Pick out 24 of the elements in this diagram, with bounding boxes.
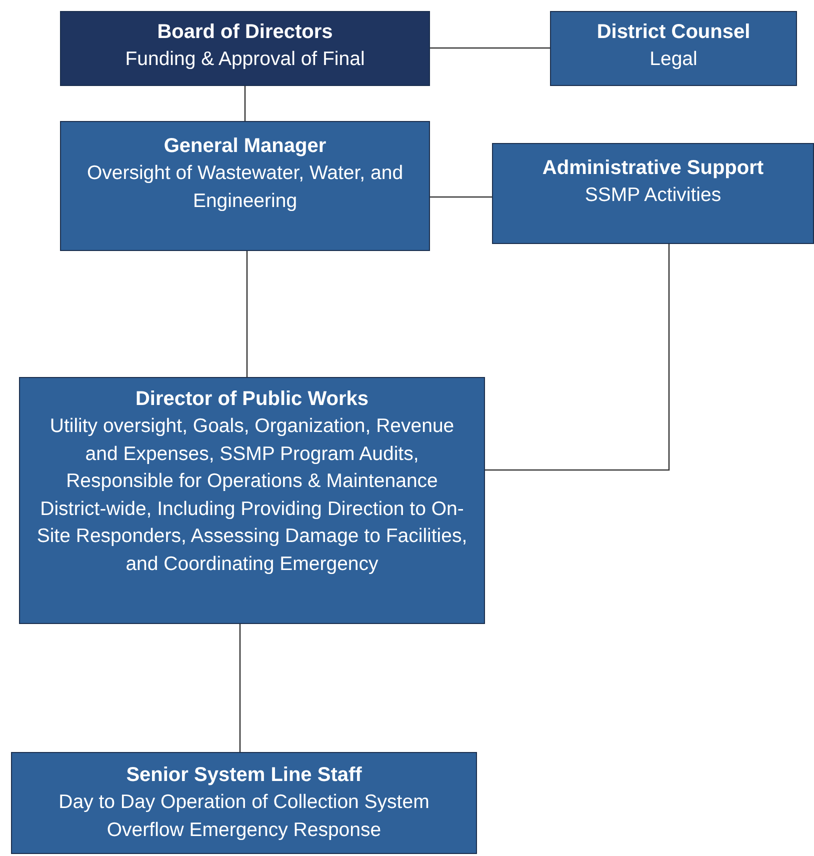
org-box xyxy=(11,752,477,854)
org-box xyxy=(60,11,430,86)
org-box xyxy=(550,11,797,86)
role-title: Administrative Support xyxy=(542,156,764,181)
org-box xyxy=(60,121,430,251)
role-title: Senior System Line Staff xyxy=(126,763,362,788)
role-description: Funding & Approval of Final xyxy=(125,47,365,72)
role-title: District Counsel xyxy=(596,20,750,45)
role-description: Oversight of Wastewater, Water, and Engineering xyxy=(86,161,404,214)
role-title: Board of Directors xyxy=(157,20,333,45)
org-box xyxy=(492,143,814,244)
role-description: Utility oversight, Goals, Organization, Revenue and Expenses, SSMP Program Audits, Responsible for Operations & Maintenance District-wide, Including Providing Direction to On-Site Responders, Assessing Damage to Facilities, and Coordinating Emergency xyxy=(36,414,468,576)
role-description: Day to Day Operation of Collection System Overflow Emergency Response xyxy=(58,790,430,842)
connector-line xyxy=(485,244,670,471)
connector-line xyxy=(430,47,550,49)
connector-line xyxy=(246,251,248,377)
role-title: General Manager xyxy=(164,134,326,159)
role-description: Legal xyxy=(650,47,698,72)
role-title: Director of Public Works xyxy=(135,387,368,412)
role-description: SSMP Activities xyxy=(584,183,722,208)
connector-line xyxy=(239,624,241,752)
connector-line xyxy=(430,196,492,198)
org-box xyxy=(19,377,485,624)
connector-line xyxy=(244,86,246,121)
